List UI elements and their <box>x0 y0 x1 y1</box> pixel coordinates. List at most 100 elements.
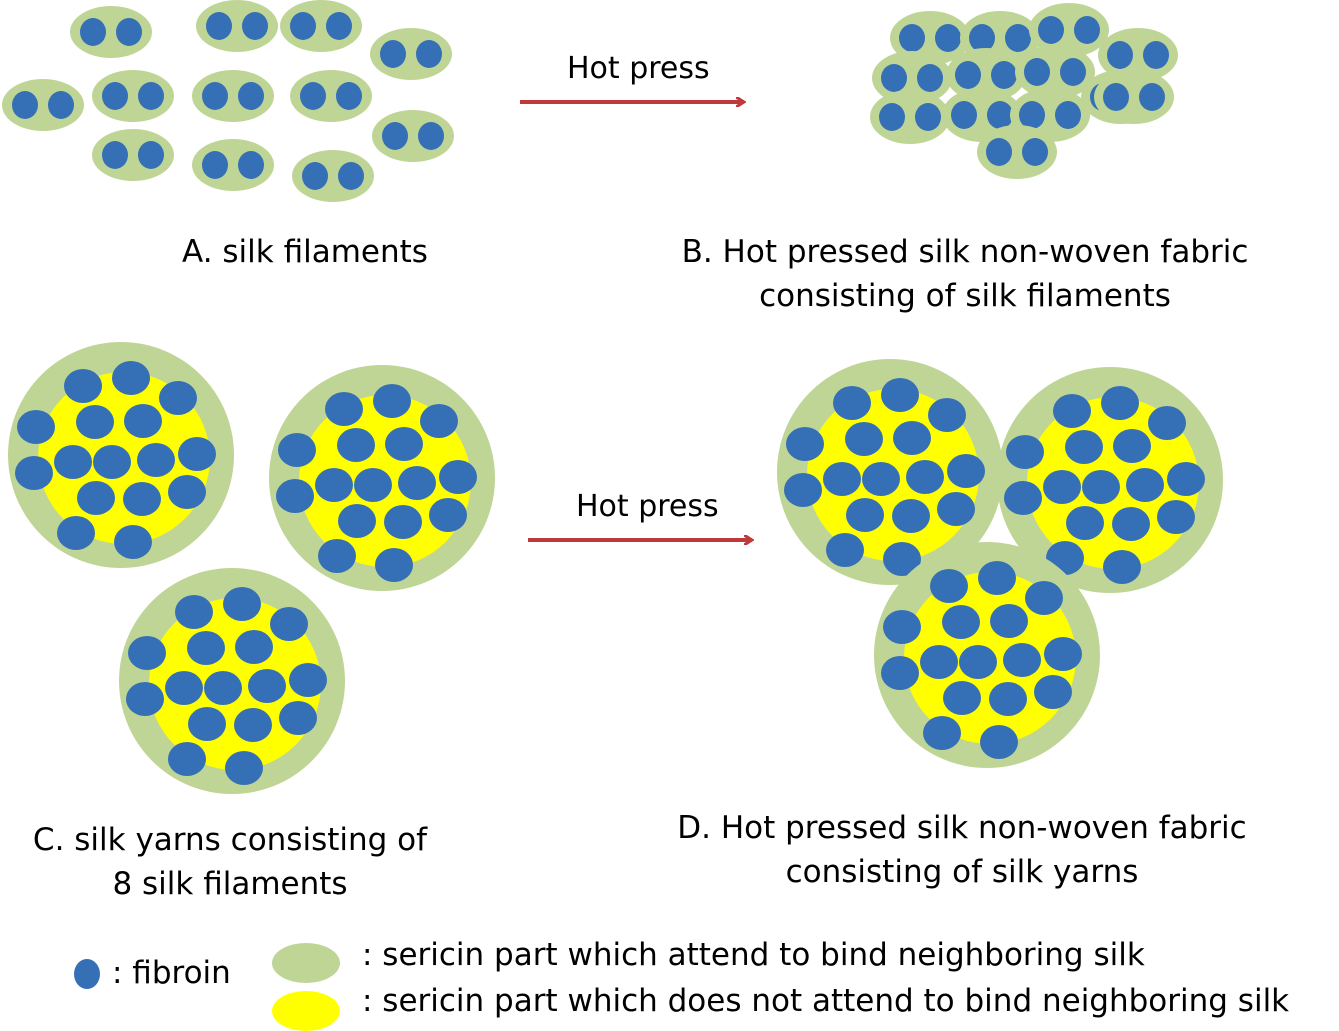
fibroin-dot <box>1167 462 1205 496</box>
fibroin-dot <box>881 378 919 412</box>
fibroin-dot <box>178 437 216 471</box>
legend-sericin-binding-symbol <box>272 943 340 983</box>
fibroin-dot <box>300 82 326 110</box>
silk-filament <box>292 150 374 202</box>
fibroin-dot <box>202 151 228 179</box>
fibroin-dot <box>93 445 131 479</box>
fibroin-dot <box>920 645 958 679</box>
fibroin-dot <box>126 682 164 716</box>
silk-filament <box>92 129 174 181</box>
fibroin-dot <box>398 466 436 500</box>
fibroin-dot <box>165 671 203 705</box>
caption-c-line-1: C. silk yarns consisting of <box>32 822 428 858</box>
fibroin-dot <box>1024 58 1050 86</box>
legend-fibroin-symbol <box>74 959 100 989</box>
fibroin-dot <box>385 427 423 461</box>
fibroin-dot <box>881 64 907 92</box>
fibroin-dot <box>928 398 966 432</box>
fibroin-dot <box>382 122 408 150</box>
caption-c-line-2: 8 silk filaments <box>112 866 348 902</box>
silk-filament <box>1015 45 1095 99</box>
arrows <box>520 102 750 540</box>
silk-filament <box>196 0 278 52</box>
fibroin-dot <box>112 361 150 395</box>
caption-d-line-2: consisting of silk yarns <box>785 854 1139 890</box>
fibroin-dot <box>917 64 943 92</box>
fibroin-dot <box>302 162 328 190</box>
fibroin-dot <box>102 82 128 110</box>
legend-fibroin-label: : fibroin <box>112 955 231 991</box>
silk-filament <box>1010 88 1090 142</box>
fibroin-dot <box>942 605 980 639</box>
fibroin-dot <box>1006 435 1044 469</box>
fibroin-dot <box>899 24 925 52</box>
silk-filament <box>977 125 1057 179</box>
panel-d-pressed-yarn-fabric <box>777 359 1223 768</box>
fibroin-dot <box>318 539 356 573</box>
silk-filament <box>1094 70 1174 124</box>
panel-c-silk-yarns <box>8 342 495 794</box>
panel-b-pressed-filament-fabric <box>870 3 1178 179</box>
fibroin-dot <box>102 141 128 169</box>
fibroin-dot <box>935 24 961 52</box>
caption-b: B. Hot pressed silk non-woven fabric con… <box>640 230 1290 318</box>
fibroin-dot <box>128 636 166 670</box>
fibroin-dot <box>137 443 175 477</box>
fibroin-dot <box>955 61 981 89</box>
fibroin-dot <box>1113 429 1151 463</box>
fibroin-dot <box>1103 550 1141 584</box>
silk-filament <box>2 79 84 131</box>
fibroin-dot <box>947 454 985 488</box>
fibroin-dot <box>48 91 74 119</box>
fibroin-dot <box>15 456 53 490</box>
fibroin-dot <box>1044 637 1082 671</box>
fibroin-dot <box>1065 430 1103 464</box>
fibroin-dot <box>881 656 919 690</box>
fibroin-dot <box>915 103 941 131</box>
fibroin-dot <box>943 681 981 715</box>
fibroin-dot <box>846 498 884 532</box>
legend-sericin-binding-label: : sericin part which attend to bind neig… <box>362 937 1145 973</box>
fibroin-dot <box>833 386 871 420</box>
caption-a: A. silk filaments <box>130 230 480 274</box>
caption-b-line-1: B. Hot pressed silk non-woven fabric <box>681 234 1249 270</box>
fibroin-dot <box>175 595 213 629</box>
fibroin-dot <box>380 40 406 68</box>
fibroin-dot <box>1082 470 1120 504</box>
silk-filament <box>870 90 950 144</box>
fibroin-dot <box>1157 500 1195 534</box>
silk-filament <box>370 28 452 80</box>
arrow-label-hot-press-1: Hot press <box>567 51 710 86</box>
legend-symbols <box>74 943 340 1031</box>
fibroin-dot <box>270 607 308 641</box>
fibroin-dot <box>187 631 225 665</box>
fibroin-dot <box>429 498 467 532</box>
fibroin-dot <box>1139 83 1165 111</box>
fibroin-dot <box>278 433 316 467</box>
fibroin-dot <box>439 460 477 494</box>
fibroin-dot <box>188 707 226 741</box>
fibroin-dot <box>315 468 353 502</box>
fibroin-dot <box>987 101 1013 129</box>
fibroin-dot <box>338 162 364 190</box>
fibroin-dot <box>279 701 317 735</box>
fibroin-dot <box>168 475 206 509</box>
fibroin-dot <box>80 18 106 46</box>
fibroin-dot <box>17 410 55 444</box>
fibroin-dot <box>784 473 822 507</box>
fibroin-dot <box>420 404 458 438</box>
legend-sericin-non-binding-label: : sericin part which does not attend to … <box>362 983 1290 1019</box>
fibroin-dot <box>138 141 164 169</box>
fibroin-dot <box>168 742 206 776</box>
fibroin-dot <box>980 725 1018 759</box>
fibroin-dot <box>223 587 261 621</box>
fibroin-dot <box>338 504 376 538</box>
fibroin-dot <box>289 663 327 697</box>
fibroin-dot <box>845 422 883 456</box>
silk-filament <box>280 0 362 52</box>
fibroin-dot <box>159 381 197 415</box>
fibroin-dot <box>1025 581 1063 615</box>
fibroin-dot <box>893 421 931 455</box>
fibroin-dot <box>76 405 114 439</box>
fibroin-dot <box>1003 643 1041 677</box>
